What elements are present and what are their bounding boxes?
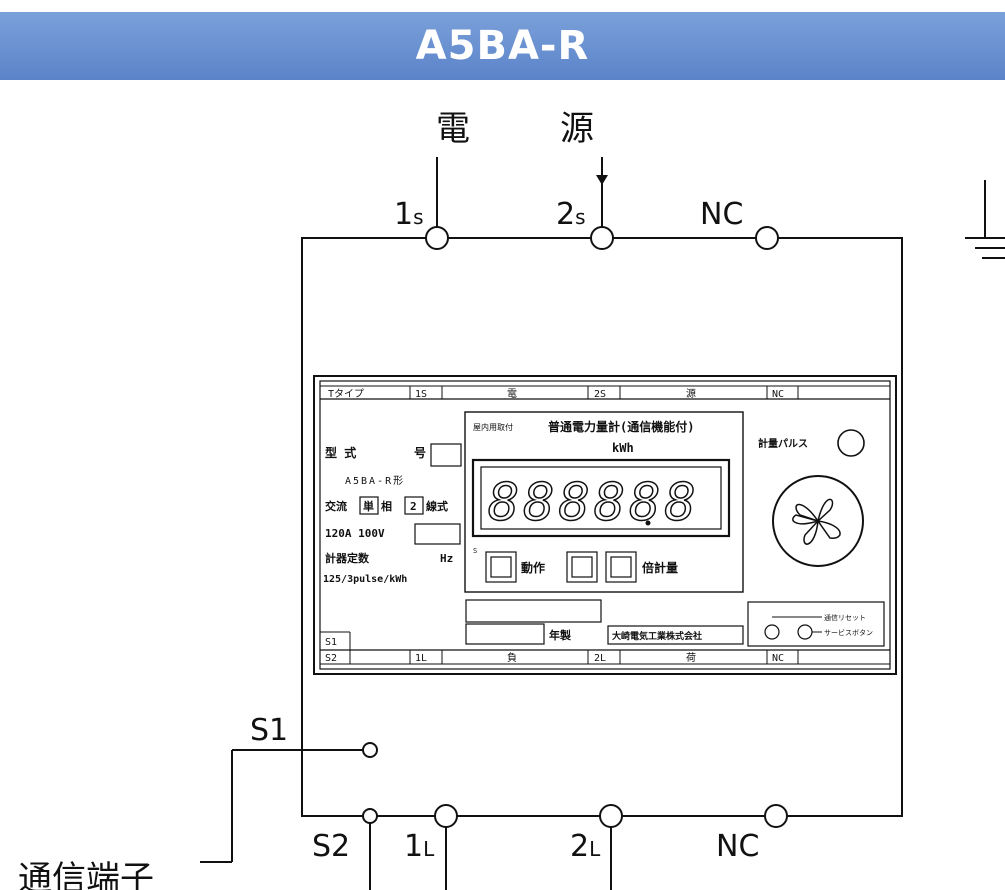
footer-cell-fu: 負 [507,652,517,664]
comm-terminal-label: 通信端子 [18,859,154,890]
model-label: 型 式 [325,445,356,460]
rotor-mark-icon [792,498,841,545]
lcd-value: 888888 [488,473,700,533]
year-label: 年製 [549,628,572,642]
pulse-led [837,429,865,457]
nameplate: Tタイプ 1S 電 2S 源 NC S1 S2 1L 負 2L 荷 NC 型 式… [313,375,897,675]
power-label-left: 電 [436,109,470,149]
terminal-nc-top-label: NC [700,197,743,232]
rating-text: 120A 100V [325,527,385,540]
lcd-digits: 888888 [487,472,700,534]
terminal-s2 [362,808,378,824]
header-cell-den: 電 [507,388,517,400]
footer-cell-s1: S1 [325,637,337,648]
diagram-title: A5BA-R [415,23,590,69]
freq-unit: Hz [440,552,453,565]
lcd-outer [471,458,731,538]
terminal-2s-label: 2s [556,197,586,232]
s1-label: S1 [250,713,288,748]
constant-value: 125/3pulse/kWh [323,574,407,585]
indicator-inner-1 [490,556,512,578]
terminal-s1 [362,742,378,758]
terminal-nc-bottom-label: NC [716,829,759,864]
terminal-1l-label: 1L [404,829,435,864]
reset-button [764,624,780,640]
terminal-2l-label: 2L [570,829,601,864]
counter-label: 倍計量 [642,560,678,575]
terminal-nc-bottom [764,804,788,828]
serial-box [465,599,602,623]
power-label-right: 源 [560,109,594,149]
terminal-2l [599,804,623,828]
terminal-1s-label: 1s [394,197,424,232]
terminal-nc-top [755,226,779,250]
year-box [465,623,545,645]
operation-label: 動作 [521,560,545,575]
header-cell-type: Tタイプ [328,388,364,400]
phase-label-a: 交流 [325,499,347,513]
terminal-2s [590,226,614,250]
model-value: A5BA-R形 [345,475,405,487]
pulse-label: 計量パルス [758,437,808,450]
phase-value-a: 単 [363,499,374,513]
footer-cell-2l: 2L [594,653,606,664]
terminal-s2-label: S2 [312,829,350,864]
service-box [747,601,885,647]
meter-caption-small: 屋内用取付 [473,422,513,432]
phase-label-b: 相 [381,499,392,513]
lcd-decimal-point [645,520,651,526]
rating-box [414,523,461,545]
model-no-box [430,443,462,467]
phase-box-a [359,496,379,515]
indicator-inner-3 [610,556,632,578]
footer-cell-1l: 1L [415,653,427,664]
maker-box [607,625,744,645]
meter-caption: 普通電力量計(通信機能付) [548,419,694,434]
indicator-inner-2 [571,556,593,578]
unit-label: kWh [612,441,634,455]
terminal-1l [434,804,458,828]
maker-name: 大崎電気工業株式会社 [612,630,702,642]
footer-cell-ka: 荷 [686,652,696,664]
model-no-label: 号 [414,445,426,460]
header-cell-2s: 2S [594,389,606,400]
footer-cell-s2: S2 [325,653,337,664]
source-arrow [596,175,608,185]
lcd-inner [480,466,722,530]
constant-label: 計器定数 [325,551,370,565]
indicator-box-2 [566,551,598,583]
footer-cell-nc: NC [772,653,784,664]
side-label: S [473,547,477,555]
reset-label: 通信リセット [824,613,866,622]
ground-icon [965,180,1005,259]
phase-box-b [404,496,424,515]
header-cell-gen: 源 [686,387,696,400]
display-panel [464,411,744,593]
header-cell-nc: NC [772,389,784,400]
title-bar: A5BA-R [0,12,1005,80]
phase-label-c: 線式 [426,499,448,513]
service-label: サービスボタン [824,628,873,637]
header-cell-1s: 1S [415,389,427,400]
phase-value-b: 2 [410,500,417,513]
indicator-box-3 [605,551,637,583]
terminal-1s [425,226,449,250]
indicator-box-1 [485,551,517,583]
rotor-disc [772,475,864,567]
